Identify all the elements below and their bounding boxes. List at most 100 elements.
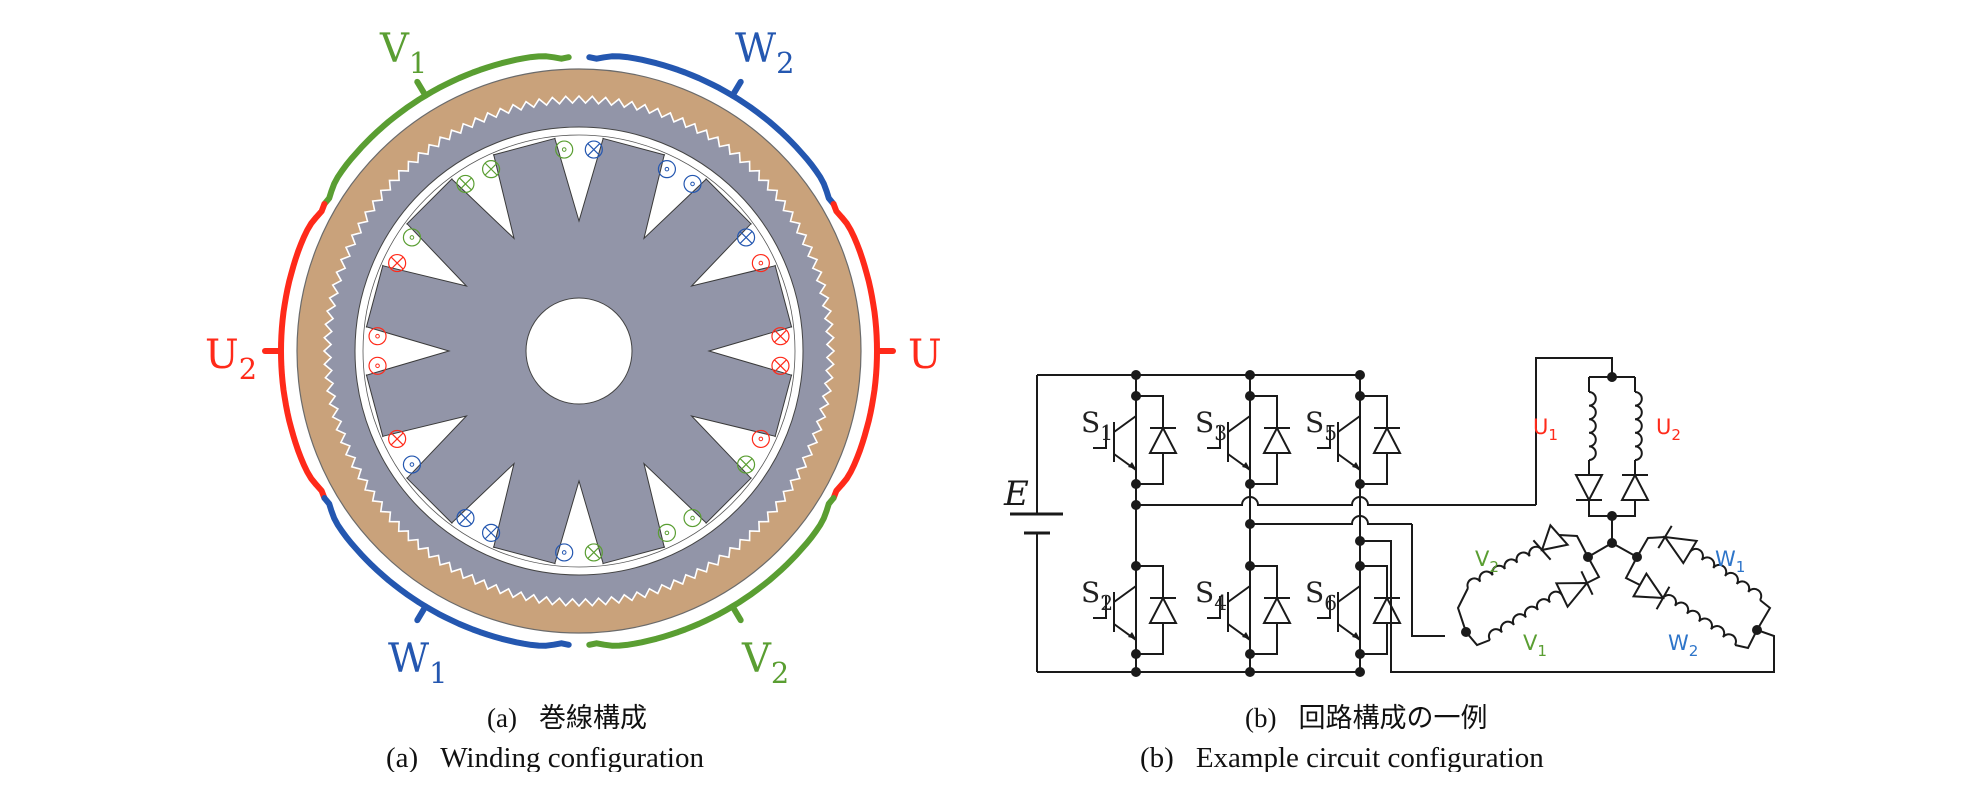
current-in-cross-icon [771, 327, 790, 346]
current-in-cross-icon [584, 140, 603, 159]
bracket-point [414, 603, 429, 624]
conductor-circle [481, 160, 501, 179]
igbt-arrow [1128, 632, 1136, 639]
phase-label-u1: U [908, 332, 942, 378]
switch-label: S6 [1305, 576, 1337, 615]
conductor-cross [484, 526, 498, 540]
diode-bar [1657, 525, 1673, 549]
switch-label: S4 [1195, 576, 1227, 615]
conductor-dot [375, 333, 380, 339]
wire [1756, 599, 1772, 631]
conductor-circle [657, 523, 677, 542]
phase-w-wire [1360, 540, 1775, 673]
switch-s5: S5 [1305, 395, 1402, 485]
conductor-circle [657, 160, 677, 179]
conductor-circle [683, 174, 702, 194]
current-out-dot-icon [555, 140, 574, 159]
wire [1558, 534, 1589, 558]
phase-label-w2: W2 [735, 26, 794, 80]
caption-a-en-tag: (a) [386, 742, 419, 772]
current-out-dot-icon [657, 523, 677, 542]
current-out-dot-icon [555, 543, 574, 562]
junction-dot [1245, 370, 1255, 380]
junction-dot [1131, 649, 1141, 659]
conductor-dot [664, 530, 670, 536]
igbt-arrow [1242, 632, 1250, 639]
bracket-v1 [321, 53, 572, 207]
conductor-dot [409, 235, 415, 240]
wire [1624, 556, 1641, 586]
winding-label-w2: W2 [1668, 631, 1698, 660]
phase-label-v2: V2 [741, 636, 789, 690]
switch-s3: S3 [1195, 395, 1292, 485]
bracket-point [729, 78, 744, 99]
bracket-w2 [586, 53, 837, 207]
igbt-emitter [1113, 623, 1137, 654]
conductor-dot [690, 515, 695, 521]
junction-dot [1245, 391, 1255, 401]
bracket-v2 [586, 495, 837, 649]
diode-triangle [1372, 425, 1402, 454]
phase-label-v1: V1 [379, 26, 427, 80]
junction-dot [1245, 479, 1255, 489]
phase-v-wire [1250, 515, 1412, 525]
diode-triangle [1148, 595, 1178, 624]
caption-b-jp-text: 回路構成の一例 [1298, 703, 1488, 733]
junction-dot [1131, 561, 1141, 571]
wire [1586, 556, 1601, 584]
conductor-circle [751, 253, 770, 273]
switch-s4: S4 [1195, 565, 1292, 655]
winding-label-u1: U1 [1533, 415, 1558, 444]
conductor-circle [388, 429, 407, 449]
current-out-dot-icon [683, 508, 702, 528]
conductor-dot [561, 147, 567, 152]
conductor-circle [368, 327, 387, 346]
current-out-dot-icon [368, 356, 387, 375]
current-in-cross-icon [481, 160, 501, 179]
phase-label-w1: W1 [388, 636, 447, 690]
winding-label-v2: V2 [1475, 547, 1499, 576]
wire [1456, 587, 1469, 633]
igbt-emitter [1227, 623, 1251, 654]
junction-dot [1355, 370, 1365, 380]
winding-label-u2: U2 [1656, 415, 1681, 444]
coil-u1 [1588, 391, 1597, 461]
igbt-collector [1227, 396, 1251, 433]
current-in-cross-icon [481, 523, 501, 542]
switch-s1: S1 [1081, 395, 1178, 485]
caption-b-en: (b)Example circuit configuration [1140, 742, 1544, 772]
diode-triangle [1372, 595, 1402, 624]
conductor-circle [771, 356, 790, 375]
diode-w2 [1631, 571, 1671, 610]
caption-b-en-text: Example circuit configuration [1195, 742, 1544, 772]
igbt-collector [1227, 566, 1251, 603]
igbt-emitter [1337, 623, 1361, 654]
junction-dot [1245, 561, 1255, 571]
junction-dot [1245, 667, 1255, 677]
switch-label: S1 [1081, 406, 1113, 445]
diode-triangle [1631, 571, 1665, 600]
current-in-cross-icon [388, 429, 407, 449]
phase-u-wire [1136, 496, 1536, 506]
wire [1465, 631, 1491, 647]
winding-label-w1: W1 [1715, 547, 1745, 576]
conductor-circle [481, 523, 501, 542]
phase-label-u2: U2 [205, 332, 257, 386]
phase-v-wire-down [1411, 524, 1445, 637]
igbt-arrow [1242, 462, 1250, 469]
bracket-u1 [830, 201, 896, 501]
conductor-circle [555, 140, 574, 159]
conductor-cross [774, 329, 787, 343]
conductor-circle [388, 253, 407, 273]
caption-b-jp-tag: (b) [1245, 703, 1277, 733]
switch-label: S2 [1081, 576, 1113, 615]
current-in-cross-icon [584, 543, 603, 562]
diode-triangle [1620, 472, 1650, 501]
conductor-dot [664, 166, 670, 172]
current-out-dot-icon [402, 455, 422, 474]
junction-dot [1355, 561, 1365, 571]
junction-dot [1131, 500, 1141, 510]
igbt-collector [1337, 396, 1361, 433]
